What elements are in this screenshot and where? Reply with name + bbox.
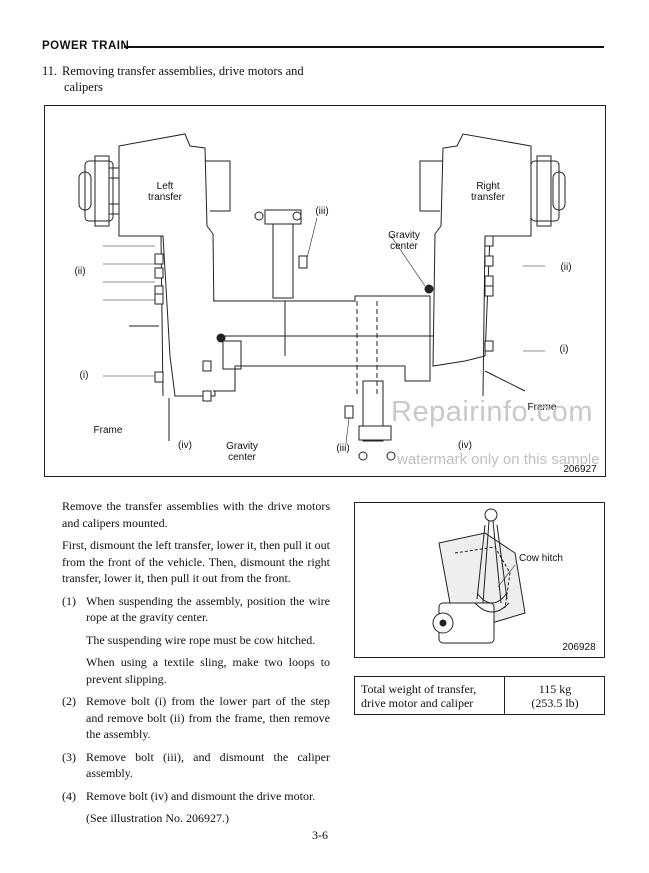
step-1: (1) When suspending the assembly, positio… (62, 593, 330, 626)
section-title-line1: Removing transfer assemblies, drive moto… (62, 64, 304, 78)
label-frame-left: Frame (93, 425, 123, 436)
weight-table-divider (504, 677, 505, 714)
figure-transfer-removal: Left transfer Right transfer Gravity cen… (44, 105, 606, 477)
step-1-note-1: The suspending wire rope must be cow hit… (86, 632, 316, 647)
step-3-number: (3) (62, 749, 76, 764)
weight-lb: (253.5 lb) (531, 696, 579, 710)
weight-label-line1: Total weight of transfer, (361, 682, 477, 696)
label-bolt-iv-right: (iv) (458, 440, 472, 451)
transfer-diagram (78, 133, 566, 461)
figure1-number: 206927 (563, 464, 597, 475)
header-rule (124, 46, 604, 48)
step-2-number: (2) (62, 694, 76, 708)
weight-table: Total weight of transfer, drive motor an… (354, 676, 605, 715)
step-4-reference: (See illustration No. 206927.) (86, 811, 229, 825)
step-1-number: (1) (62, 593, 76, 608)
label-bolt-iii-bottom: (iii) (336, 443, 350, 454)
section-header-title: POWER TRAIN (42, 40, 130, 52)
step-2-text: Remove bolt (i) from the lower part of t… (86, 694, 330, 741)
label-bolt-ii-left: (ii) (74, 266, 86, 277)
step-4: (4) Remove bolt (iv) and dismount the dri… (62, 788, 330, 805)
page-header: POWER TRAIN (42, 40, 604, 54)
weight-kg: 115 kg (538, 682, 572, 696)
instructions-text: Remove the transfer assemblies with the … (62, 498, 330, 833)
label-bolt-ii-right: (ii) (560, 262, 572, 273)
step-4-text: Remove bolt (iv) and dismount the drive … (86, 788, 316, 803)
label-bolt-iii-top: (iii) (315, 206, 329, 217)
left-hub-drawing (78, 155, 119, 227)
label-left-transfer: Left transfer (148, 181, 182, 203)
step-1-note-2: When using a textile sling, make two loo… (86, 655, 330, 686)
label-cow-hitch: Cow hitch (519, 553, 563, 564)
step-2: (2) Remove bolt (i) from the lower part o… (62, 693, 330, 743)
step-4-number: (4) (62, 788, 76, 803)
watermark-sub: watermark only on this sample (397, 451, 600, 468)
page-number: 3-6 (312, 828, 328, 842)
weight-value: 115 kg (253.5 lb) (505, 682, 605, 710)
label-right-transfer: Right transfer (471, 181, 505, 203)
label-bolt-iv-left: (iv) (178, 440, 192, 451)
watermark-main: Repairinfo.com (391, 396, 594, 428)
section-title-line2: calipers (64, 80, 103, 94)
step-1-text: When suspending the assembly, position t… (86, 593, 330, 625)
weight-label-line2: drive motor and caliper (361, 696, 474, 710)
label-gravity-center-bottom: Gravity center (226, 441, 258, 463)
step-3: (3) Remove bolt (iii), and dismount the c… (62, 749, 330, 782)
label-bolt-i-left: (i) (79, 370, 89, 381)
intro-paragraph: Remove the transfer assemblies with the … (62, 499, 330, 530)
figure-cow-hitch: Cow hitch 206928 (354, 502, 605, 658)
section-number: 11. (42, 64, 58, 78)
label-gravity-center-top: Gravity center (388, 230, 420, 252)
sequence-paragraph: First, dismount the left transfer, lower… (62, 538, 330, 585)
right-hub-drawing (530, 155, 566, 227)
step-3-text: Remove bolt (iii), and dismount the cali… (86, 749, 330, 781)
weight-label: Total weight of transfer, drive motor an… (361, 682, 511, 710)
figure2-number: 206928 (562, 642, 596, 653)
cow-hitch-diagram (432, 508, 526, 644)
section-heading: 11. Removing transfer assemblies, drive m… (42, 63, 342, 95)
label-bolt-i-right: (i) (559, 344, 569, 355)
label-frame-right: Frame (527, 402, 557, 413)
